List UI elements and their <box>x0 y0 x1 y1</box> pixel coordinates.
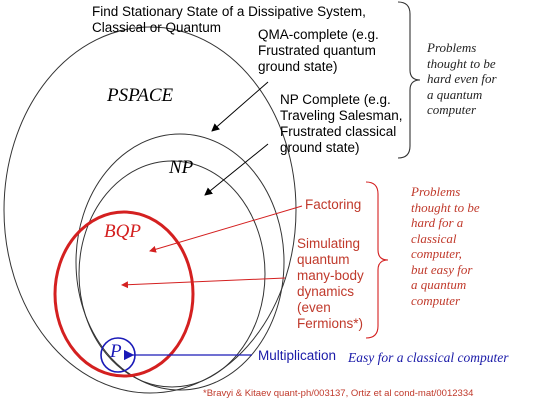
bqp-label: BQP <box>104 221 141 242</box>
stationary-state-label: Find Stationary State of a Dissipative S… <box>92 4 366 35</box>
simulating-label: Simulating quantum many-body dynamics (e… <box>297 236 364 331</box>
stationary-state-set <box>3 26 297 394</box>
footnote: *Bravyi & Kitaev quant-ph/003137, Ortiz … <box>203 388 474 399</box>
np-set <box>78 160 266 388</box>
pspace-set <box>75 133 285 391</box>
simulating-arrow <box>121 277 286 289</box>
hard-classical-note: Problems thought to be hard for a classi… <box>411 184 480 308</box>
factoring-label: Factoring <box>305 197 362 212</box>
bqp-set <box>53 210 195 378</box>
easy-classical-note: Easy for a classical computer <box>348 350 509 365</box>
hard-quantum-note: Problems thought to be hard even for a q… <box>427 40 497 117</box>
np-complete-label: NP Complete (e.g. Traveling Salesman, Fr… <box>280 92 403 155</box>
np-complete-arrow <box>204 143 269 196</box>
qma-arrow <box>211 81 269 132</box>
hard-classical-brace <box>365 181 389 339</box>
hard-quantum-brace <box>397 1 421 159</box>
pspace-label: PSPACE <box>107 85 174 106</box>
factoring-arrow <box>149 205 303 253</box>
p-label: P <box>110 341 122 362</box>
np-label: NP <box>169 157 194 178</box>
multiplication-label: Multiplication <box>258 348 337 363</box>
qma-complete-label: QMA-complete (e.g. Frustrated quantum gr… <box>258 27 379 74</box>
